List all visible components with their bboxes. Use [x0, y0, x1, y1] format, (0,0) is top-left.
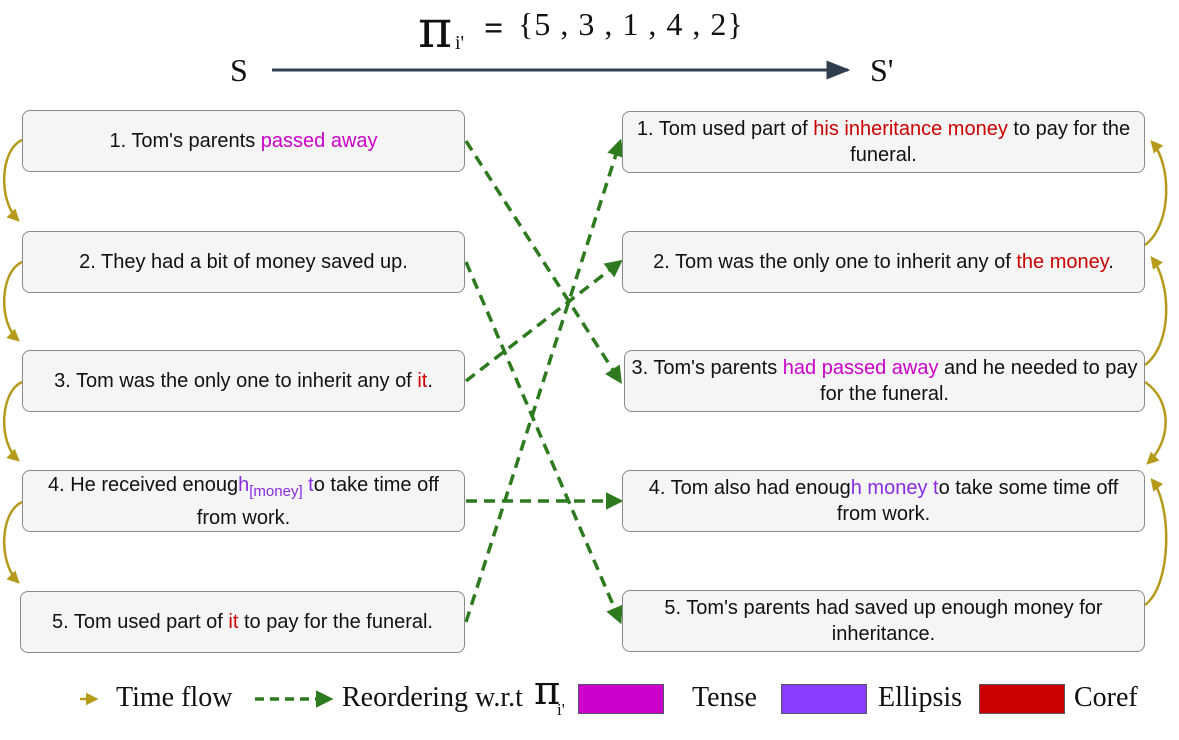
- text-run: had passed away: [782, 357, 939, 379]
- right-sentence-3: 3. Tom's parents had passed away and he …: [624, 350, 1145, 412]
- right-sentence-3-text: 3. Tom's parents had passed away and he …: [629, 355, 1140, 407]
- title-equals: =: [484, 10, 504, 47]
- right-sentence-5-text: 5. Tom's parents had saved up enough mon…: [627, 595, 1140, 647]
- left-sentence-3-text: 3. Tom was the only one to inherit any o…: [54, 368, 433, 394]
- right-sentence-1: 1. Tom used part of his inheritance mone…: [622, 111, 1145, 173]
- time-flow-left-4: [2, 500, 23, 584]
- legend-reordering-label: Reordering w.r.t: [342, 682, 523, 713]
- right-sentence-4: 4. Tom also had enough money to take som…: [622, 470, 1145, 532]
- time-flow-left: [2, 138, 23, 584]
- title-pi-subscript: i': [455, 32, 465, 54]
- legend-tense-label: Tense: [692, 682, 757, 713]
- text-run: h: [238, 473, 250, 496]
- text-run: h money t: [850, 477, 939, 499]
- time-flow-left-3: [2, 380, 23, 462]
- right-sentence-5: 5. Tom's parents had saved up enough mon…: [622, 590, 1145, 652]
- text-run: t: [302, 473, 314, 496]
- legend-tense-swatch: [578, 684, 664, 714]
- reordering-arrow-5-to-1: [464, 138, 625, 623]
- time-flow-right: [1144, 140, 1168, 607]
- text-run: o take time off from work.: [196, 473, 439, 529]
- text-run: it: [417, 370, 428, 392]
- text-run: the money: [1016, 251, 1109, 273]
- reordering-arrow-1-to-3: [464, 140, 622, 384]
- left-sentence-2-text: 2. They had a bit of money saved up.: [79, 249, 408, 275]
- reordering-arrow-2-to-5: [464, 261, 623, 625]
- right-sentence-2: 2. Tom was the only one to inherit any o…: [622, 231, 1145, 293]
- time-flow-right-3-2: [1144, 255, 1168, 367]
- text-run: .: [1108, 251, 1114, 273]
- legend-coref-swatch: [979, 684, 1065, 714]
- left-sentence-4-text: 4. He received enough[money] to take tim…: [34, 472, 454, 531]
- source-label: S: [230, 52, 248, 88]
- legend-time-flow-label: Time flow: [116, 682, 233, 713]
- text-run: 4. Tom also had enoug: [648, 477, 851, 499]
- legend-coref-label: Coref: [1074, 682, 1138, 713]
- text-run: 4. He received enoug: [47, 473, 239, 496]
- left-sentence-2: 2. They had a bit of money saved up.: [22, 231, 465, 293]
- left-sentence-5-text: 5. Tom used part of it to pay for the fu…: [52, 609, 433, 635]
- reordering-arrow-3-to-2: [464, 259, 623, 383]
- text-run: 3. Tom was the only one to inherit any o…: [54, 370, 418, 392]
- right-sentence-4-text: 4. Tom also had enough money to take som…: [627, 475, 1140, 527]
- text-run: 1. Tom's parents: [109, 130, 261, 152]
- legend-ellipsis-label: Ellipsis: [878, 682, 963, 713]
- time-flow-right-3-4: [1144, 380, 1167, 465]
- text-run: 5. Tom used part of: [52, 611, 229, 633]
- right-sentence-1-text: 1. Tom used part of his inheritance mone…: [634, 116, 1134, 168]
- text-run: passed away: [260, 130, 378, 152]
- text-run: 2. Tom was the only one to inherit any o…: [653, 251, 1017, 273]
- text-run: 5. Tom's parents had saved up enough mon…: [664, 597, 1103, 645]
- time-flow-left-1: [2, 138, 23, 222]
- left-sentence-5: 5. Tom used part of it to pay for the fu…: [20, 591, 465, 653]
- text-run: his inheritance money: [813, 118, 1008, 140]
- text-run: 3. Tom's parents: [631, 357, 783, 379]
- text-run: 1. Tom used part of: [636, 118, 814, 140]
- text-run: o take some time off from work.: [836, 477, 1119, 525]
- left-sentence-1: 1. Tom's parents passed away: [22, 110, 465, 172]
- title-permutation-set: {5 , 3 , 1 , 4 , 2}: [518, 6, 744, 42]
- text-run: to pay for the funeral.: [238, 611, 433, 633]
- legend-pi-symbol: π: [534, 668, 561, 714]
- text-run: .: [427, 370, 433, 392]
- left-sentence-1-text: 1. Tom's parents passed away: [109, 128, 377, 154]
- text-run: it: [228, 611, 239, 633]
- time-flow-left-2: [2, 260, 23, 342]
- text-run: and he needed to pay for the funeral.: [820, 357, 1138, 405]
- title-pi-symbol: π: [418, 0, 453, 60]
- legend-pi-subscript: i': [557, 700, 565, 719]
- target-label: S': [870, 52, 894, 88]
- left-sentence-3: 3. Tom was the only one to inherit any o…: [22, 350, 465, 412]
- time-flow-right-5-4: [1144, 478, 1168, 607]
- reordering-arrows: [464, 138, 625, 625]
- time-flow-right-2-1: [1144, 140, 1168, 247]
- legend-ellipsis-swatch: [781, 684, 867, 714]
- text-run: 2. They had a bit of money saved up.: [79, 251, 408, 273]
- left-sentence-4: 4. He received enough[money] to take tim…: [22, 470, 465, 532]
- text-run: to pay for the funeral.: [850, 118, 1131, 166]
- text-run: [money]: [249, 482, 303, 500]
- right-sentence-2-text: 2. Tom was the only one to inherit any o…: [649, 249, 1119, 275]
